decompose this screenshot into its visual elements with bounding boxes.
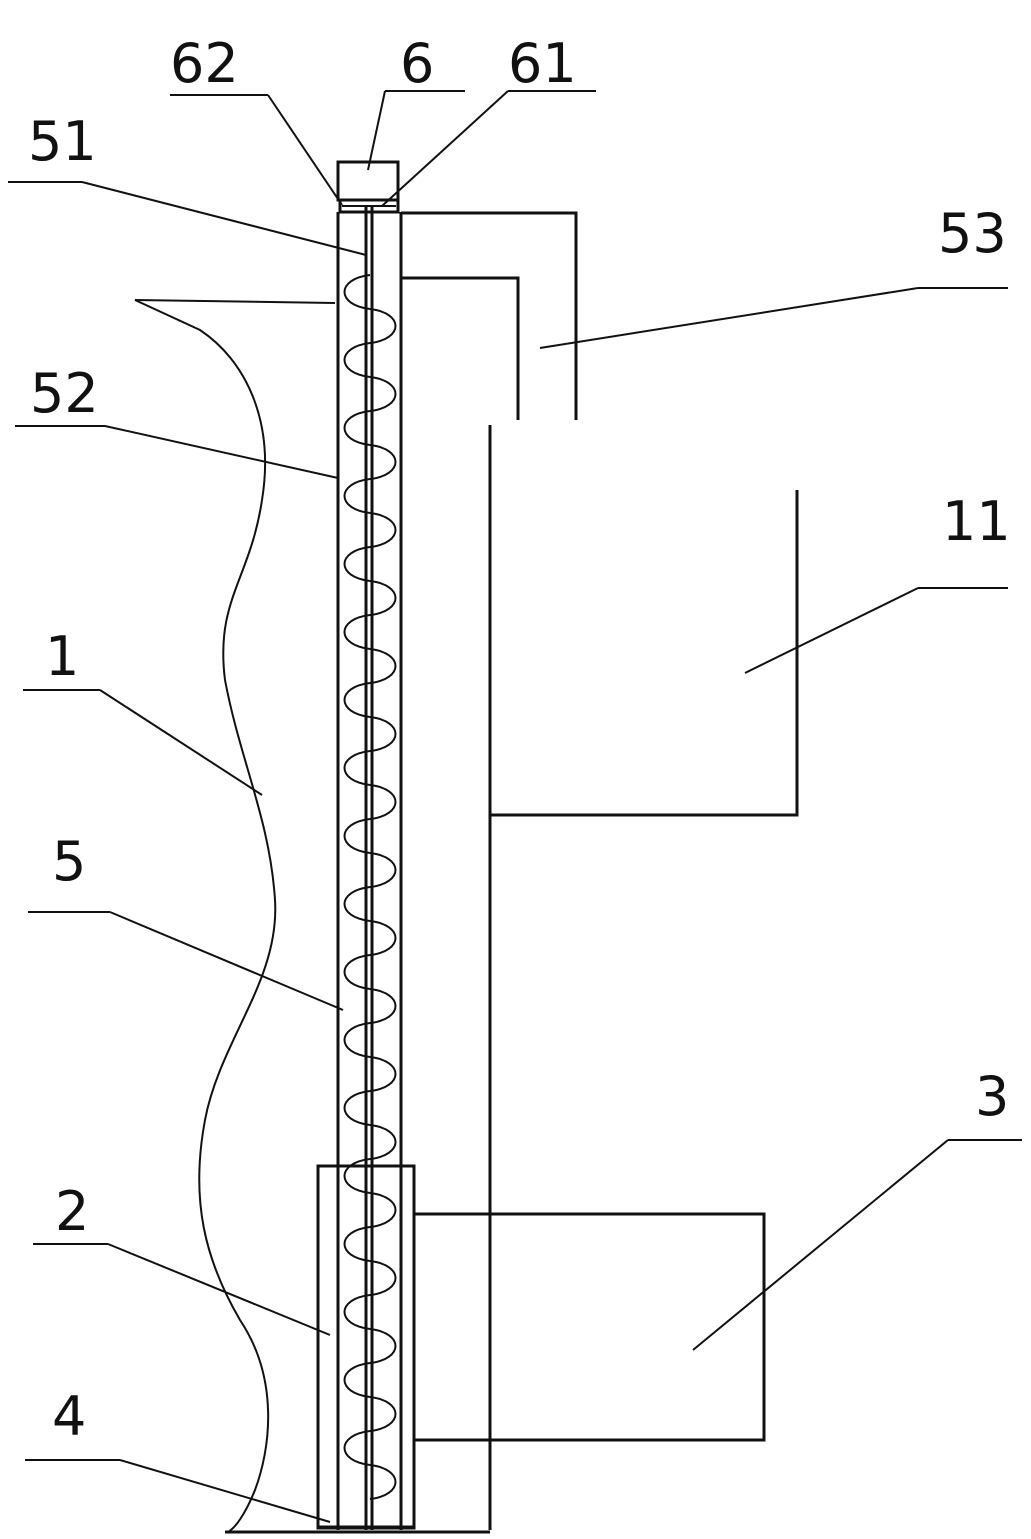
spiral-turn [369,512,397,548]
spiral-turn [369,376,397,412]
leader-4-b [119,1459,331,1523]
material-boundary-1 [134,299,277,1533]
spiral-turn [343,1226,371,1262]
spiral-turn [343,274,371,310]
spiral-turn [369,1396,397,1432]
spiral-turn [343,750,371,786]
spiral-turn [369,580,397,616]
spiral-turn [343,682,371,718]
leader-11-b [744,587,919,674]
leader-5-b [109,911,344,1011]
label-61: 61 [508,32,577,95]
label-2: 2 [55,1180,89,1243]
vessel-11-branch [490,490,799,817]
spiral-turn [343,1158,371,1194]
spiral-turn [369,1192,397,1228]
box-3 [412,1212,766,1442]
spiral-turn [369,1124,397,1160]
label-6: 6 [400,32,434,95]
spiral-turn [343,614,371,650]
spiral-turn [369,784,397,820]
leader-53-b [539,287,919,349]
leader-61-b [381,90,509,207]
spiral-turn [369,1056,397,1092]
spiral-turn [369,444,397,480]
spiral-turn [343,954,371,990]
spiral-turn [343,818,371,854]
spiral-turn [343,1294,371,1330]
spiral-turn [369,1328,397,1364]
spiral-turn [343,410,371,446]
leader-6-b [367,90,386,171]
label-1: 1 [45,625,79,688]
outlet-53-outer [401,211,578,420]
spiral-turn [369,716,397,752]
spiral-turn [369,1260,397,1296]
spiral-turn [369,1464,397,1500]
leader-1-b [99,689,263,796]
label-52: 52 [30,362,99,425]
leader-62-b [267,94,343,206]
leader-52-b [104,425,339,479]
label-11: 11 [942,490,1011,553]
label-62: 62 [170,32,239,95]
leader-51-b [81,181,367,256]
coupling-61 [338,198,400,214]
spiral-turn [343,546,371,582]
spiral-blade-52 [343,274,397,1500]
outlet-53-inner [401,276,520,420]
spiral-turn [369,308,397,344]
spiral-turn [343,886,371,922]
spiral-turn [343,1430,371,1466]
label-4: 4 [52,1385,86,1448]
label-53: 53 [938,202,1007,265]
material-boundary-top [134,299,336,304]
spiral-turn [343,1362,371,1398]
spiral-turn [369,852,397,888]
label-51: 51 [28,110,97,173]
spiral-turn [343,342,371,378]
leader-2-b [107,1243,331,1336]
spiral-turn [343,1090,371,1126]
label-5: 5 [52,830,86,893]
spiral-turn [369,920,397,956]
label-3: 3 [975,1065,1009,1128]
spiral-turn [369,648,397,684]
spiral-turn [343,478,371,514]
spiral-turn [343,1022,371,1058]
leader-3-b [692,1139,949,1351]
spiral-turn [369,988,397,1024]
